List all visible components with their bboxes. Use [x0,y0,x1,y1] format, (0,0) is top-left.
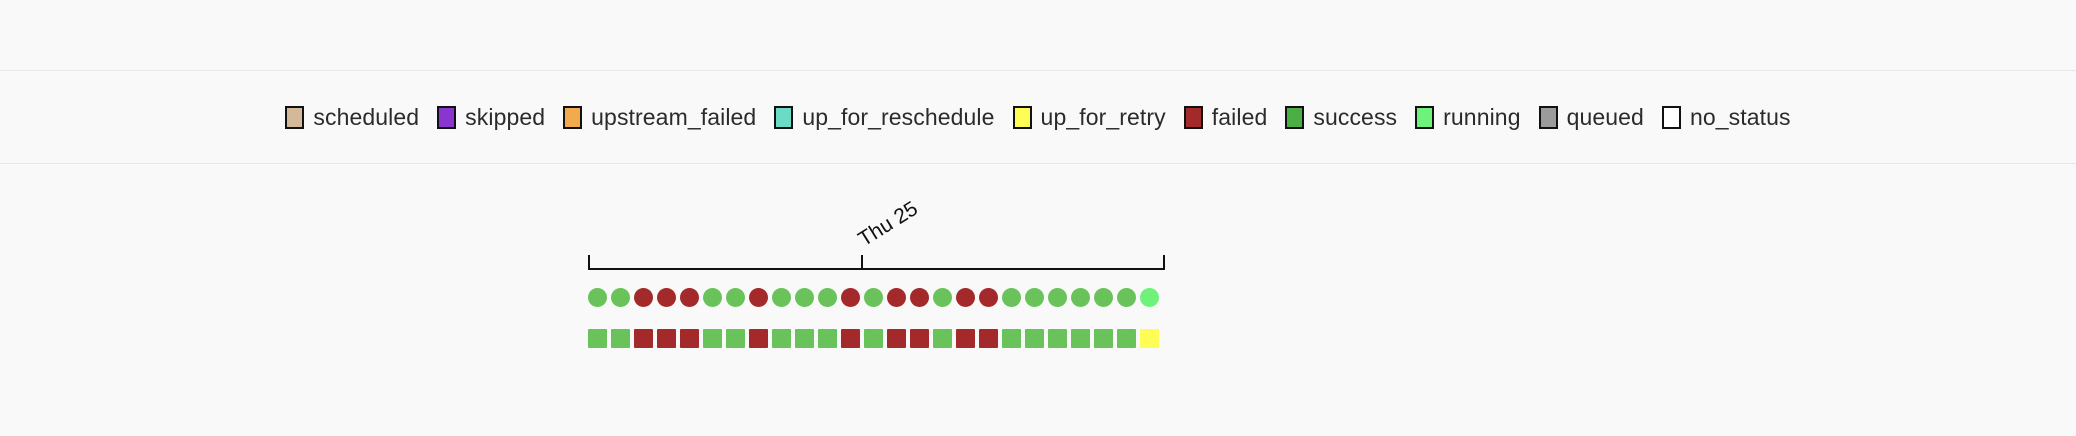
dag-runs-chart: Thu 25 [0,164,2076,436]
legend-item-success[interactable]: success [1285,103,1398,130]
legend-label-no_status: no_status [1689,103,1791,130]
task-instances-cell[interactable] [841,329,860,348]
legend-swatch-skipped [437,105,457,129]
dag-runs-cell[interactable] [749,288,768,307]
legend-swatch-queued [1538,105,1558,129]
task-instance-status-row [588,329,1159,348]
legend-label-running: running [1443,103,1521,130]
legend-swatch-success [1285,105,1305,129]
legend-swatch-up_for_retry [1012,105,1032,129]
task-instances-cell[interactable] [1094,329,1113,348]
dag-runs-cell[interactable] [726,288,745,307]
dag-runs-cell[interactable] [1140,288,1159,307]
task-instances-cell[interactable] [887,329,906,348]
legend-label-upstream_failed: upstream_failed [591,103,757,130]
dag-runs-cell[interactable] [956,288,975,307]
task-instances-cell[interactable] [1048,329,1067,348]
task-instances-cell[interactable] [588,329,607,348]
dag-runs-cell[interactable] [979,288,998,307]
legend-swatch-up_for_reschedule [774,105,794,129]
task-instances-cell[interactable] [1117,329,1136,348]
legend-item-scheduled[interactable]: scheduled [285,103,420,130]
legend-item-upstream_failed[interactable]: upstream_failed [563,103,757,130]
dag-runs-cell[interactable] [864,288,883,307]
axis-line [588,268,1165,270]
task-instances-cell[interactable] [1025,329,1044,348]
axis-tick [861,255,863,270]
task-instances-cell[interactable] [1002,329,1021,348]
legend-swatch-no_status [1661,105,1681,129]
task-instances-cell[interactable] [979,329,998,348]
task-instances-cell[interactable] [634,329,653,348]
task-instances-cell[interactable] [956,329,975,348]
dag-runs-cell[interactable] [680,288,699,307]
dag-runs-cell[interactable] [634,288,653,307]
dag-runs-cell[interactable] [795,288,814,307]
dag-runs-cell[interactable] [887,288,906,307]
legend-swatch-running [1415,105,1435,129]
dag-runs-cell[interactable] [1117,288,1136,307]
dag-runs-cell[interactable] [588,288,607,307]
axis-cap-left [588,255,590,270]
status-legend: scheduled skipped upstream_failed up_for_re… [0,71,2076,163]
legend-label-queued: queued [1566,103,1644,130]
dag-runs-cell[interactable] [841,288,860,307]
task-instances-cell[interactable] [749,329,768,348]
legend-item-skipped[interactable]: skipped [437,103,546,130]
legend-swatch-upstream_failed [563,105,583,129]
dag-runs-cell[interactable] [1048,288,1067,307]
task-instances-cell[interactable] [657,329,676,348]
dag-runs-cell[interactable] [657,288,676,307]
dag-runs-cell[interactable] [1071,288,1090,307]
dag-runs-cell[interactable] [1025,288,1044,307]
legend-item-no_status[interactable]: no_status [1661,103,1791,130]
task-instances-cell[interactable] [795,329,814,348]
legend-item-failed[interactable]: failed [1183,103,1268,130]
divider-top [0,70,2076,71]
task-instances-cell[interactable] [910,329,929,348]
axis-tick-label: Thu 25 [854,196,922,252]
legend-item-running[interactable]: running [1415,103,1521,130]
legend-item-queued[interactable]: queued [1538,103,1644,130]
legend-label-failed: failed [1211,103,1268,130]
task-instances-cell[interactable] [726,329,745,348]
legend-label-skipped: skipped [465,103,546,130]
time-axis: Thu 25 [588,197,1165,270]
legend-swatch-failed [1183,105,1203,129]
task-instances-cell[interactable] [1140,329,1159,348]
axis-cap-right [1163,255,1165,270]
dag-runs-cell[interactable] [933,288,952,307]
dag-run-status-row [588,288,1159,307]
task-instances-cell[interactable] [703,329,722,348]
task-instances-cell[interactable] [680,329,699,348]
dag-runs-cell[interactable] [1002,288,1021,307]
legend-swatch-scheduled [285,105,305,129]
legend-label-up_for_reschedule: up_for_reschedule [802,103,995,130]
task-instances-cell[interactable] [864,329,883,348]
task-instances-cell[interactable] [1071,329,1090,348]
dag-runs-cell[interactable] [1094,288,1113,307]
legend-label-success: success [1313,103,1398,130]
dag-runs-cell[interactable] [611,288,630,307]
legend-label-up_for_retry: up_for_retry [1040,103,1166,130]
task-instances-cell[interactable] [818,329,837,348]
dag-runs-cell[interactable] [910,288,929,307]
task-instances-cell[interactable] [772,329,791,348]
legend-label-scheduled: scheduled [313,103,420,130]
dag-runs-cell[interactable] [772,288,791,307]
divider-bottom [0,163,2076,164]
legend-item-up_for_reschedule[interactable]: up_for_reschedule [774,103,995,130]
dag-runs-cell[interactable] [818,288,837,307]
task-instances-cell[interactable] [611,329,630,348]
legend-item-up_for_retry[interactable]: up_for_retry [1012,103,1166,130]
dag-runs-cell[interactable] [703,288,722,307]
task-instances-cell[interactable] [933,329,952,348]
